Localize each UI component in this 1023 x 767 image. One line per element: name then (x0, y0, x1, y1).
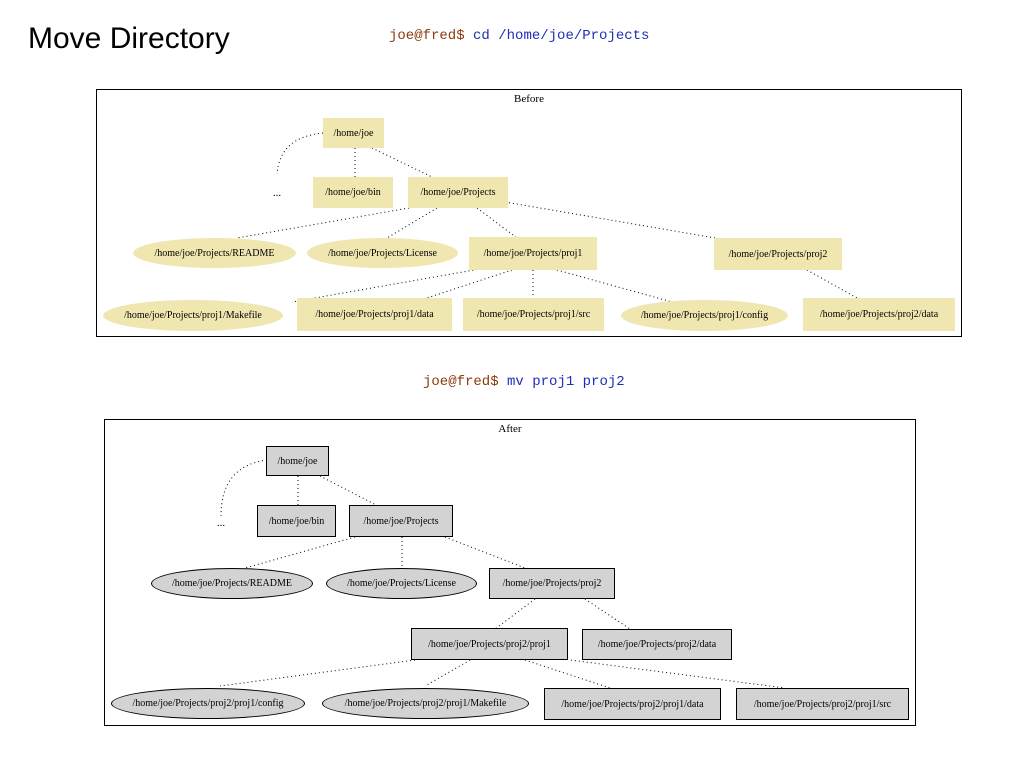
node-projects: /home/joe/Projects (349, 505, 453, 537)
node-license: /home/joe/Projects/License (326, 568, 477, 599)
node-proj2-proj1: /home/joe/Projects/proj2/proj1 (411, 628, 568, 660)
node-proj1: /home/joe/Projects/proj1 (469, 237, 597, 270)
node-proj2-data: /home/joe/Projects/proj2/data (803, 298, 955, 331)
node-proj1-makefile: /home/joe/Projects/proj1/Makefile (103, 300, 283, 331)
node-readme: /home/joe/Projects/README (133, 238, 296, 268)
node-home-joe: /home/joe (266, 446, 329, 476)
node-proj2-data: /home/joe/Projects/proj2/data (582, 629, 732, 660)
node-proj1-config: /home/joe/Projects/proj2/proj1/config (111, 688, 305, 719)
command-prompt: joe@fred$ (389, 28, 465, 44)
diagram-title: Before (514, 93, 544, 105)
node-proj1-src: /home/joe/Projects/proj1/src (463, 298, 604, 331)
command-text: cd /home/joe/Projects (473, 28, 650, 44)
tree-edges (219, 459, 786, 689)
command-line-cd: joe@fred$ cd /home/joe/Projects (389, 28, 649, 44)
before-diagram: Before /home/joe ... /home/joe/bin /home… (96, 89, 962, 337)
node-proj1-data: /home/joe/Projects/proj2/proj1/data (544, 688, 721, 720)
node-readme: /home/joe/Projects/README (151, 568, 313, 599)
command-text: mv proj1 proj2 (507, 374, 625, 390)
node-ellipsis: ... (216, 517, 226, 529)
diagram-title: After (498, 423, 522, 435)
command-prompt: joe@fred$ (423, 374, 499, 390)
node-proj2: /home/joe/Projects/proj2 (489, 568, 615, 599)
node-proj1-src: /home/joe/Projects/proj2/proj1/src (736, 688, 909, 720)
node-home-joe: /home/joe (323, 118, 384, 148)
node-license: /home/joe/Projects/License (307, 238, 458, 268)
node-home-joe-bin: /home/joe/bin (313, 177, 393, 208)
node-ellipsis: ... (272, 187, 282, 199)
node-home-joe-bin: /home/joe/bin (257, 505, 336, 537)
node-projects: /home/joe/Projects (408, 177, 508, 208)
node-proj1-makefile: /home/joe/Projects/proj2/proj1/Makefile (322, 688, 529, 719)
node-proj1-data: /home/joe/Projects/proj1/data (297, 298, 452, 331)
tree-edges (236, 132, 858, 303)
command-line-mv: joe@fred$ mv proj1 proj2 (423, 374, 625, 390)
node-proj1-config: /home/joe/Projects/proj1/config (621, 300, 788, 331)
node-proj2: /home/joe/Projects/proj2 (714, 238, 842, 270)
slide-title: Move Directory (28, 22, 230, 55)
after-diagram: After /home/joe ... /home/joe/bin /home/… (104, 419, 916, 726)
